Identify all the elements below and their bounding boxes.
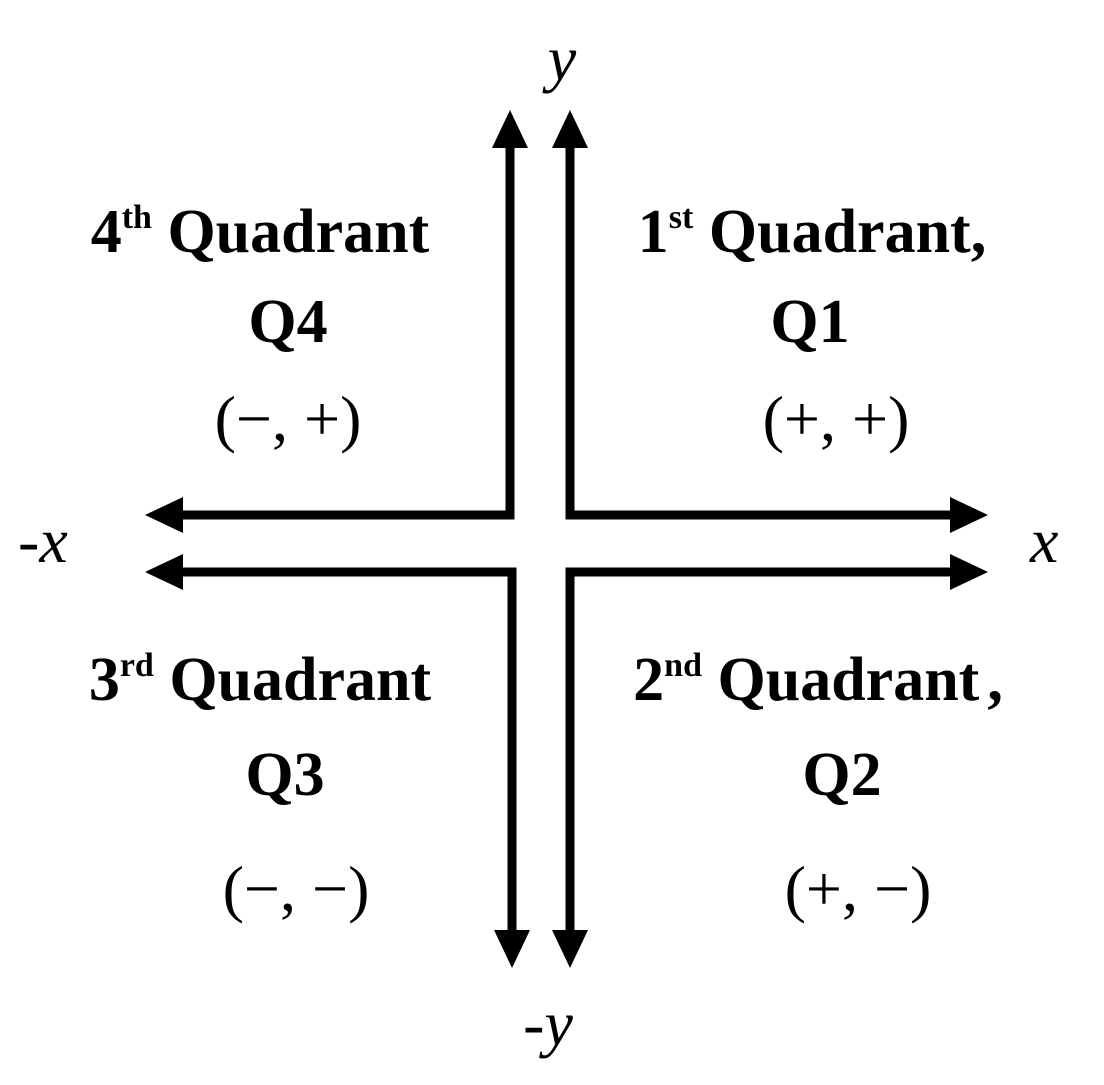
quadrant-code: Q1 xyxy=(770,288,849,356)
corner-arrow-upper-right xyxy=(552,110,988,533)
quadrant-title: 2nd Quadrant, xyxy=(633,646,1003,714)
quadrant-q2: 2nd Quadrant, Q2 (+, −) xyxy=(633,646,1003,924)
axis-label-y-positive: y xyxy=(542,23,577,94)
arrow-head-left xyxy=(145,554,183,590)
quadrant-q4: 4th Quadrant Q4 (−, +) xyxy=(91,198,430,454)
quadrant-code: Q4 xyxy=(248,288,327,356)
axis-label-x-negative: -x xyxy=(18,505,68,576)
arrow-head-left xyxy=(145,497,183,533)
arrow-head-right xyxy=(950,497,988,533)
quadrant-code: Q3 xyxy=(245,741,324,809)
quadrant-sign-pair: (−, +) xyxy=(215,383,362,454)
quadrant-title: 4th Quadrant xyxy=(91,198,430,266)
corner-arrow-upper-left xyxy=(145,110,528,533)
arrow-head-down xyxy=(494,930,530,968)
corner-arrow-lower-right xyxy=(552,554,988,968)
quadrant-sign-pair: (+, +) xyxy=(763,383,910,454)
axis-label-y-negative: -y xyxy=(523,988,573,1059)
arrow-head-right xyxy=(950,554,988,590)
quadrant-code: Q2 xyxy=(802,741,881,809)
quadrant-q1: 1st Quadrant, Q1 (+, +) xyxy=(638,198,986,454)
quadrant-title: 3rd Quadrant xyxy=(89,646,432,714)
arrow-head-down xyxy=(552,930,588,968)
arrow-head-up xyxy=(552,110,588,148)
quadrant-title: 1st Quadrant, xyxy=(638,198,986,266)
quadrant-sign-pair: (+, −) xyxy=(785,853,932,924)
quadrant-sign-pair: (−, −) xyxy=(223,853,370,924)
quadrant-q3: 3rd Quadrant Q3 (−, −) xyxy=(89,646,432,924)
axis-label-x-positive: x xyxy=(1029,505,1058,576)
arrow-head-up xyxy=(492,110,528,148)
corner-arrow-lower-left xyxy=(145,554,530,968)
